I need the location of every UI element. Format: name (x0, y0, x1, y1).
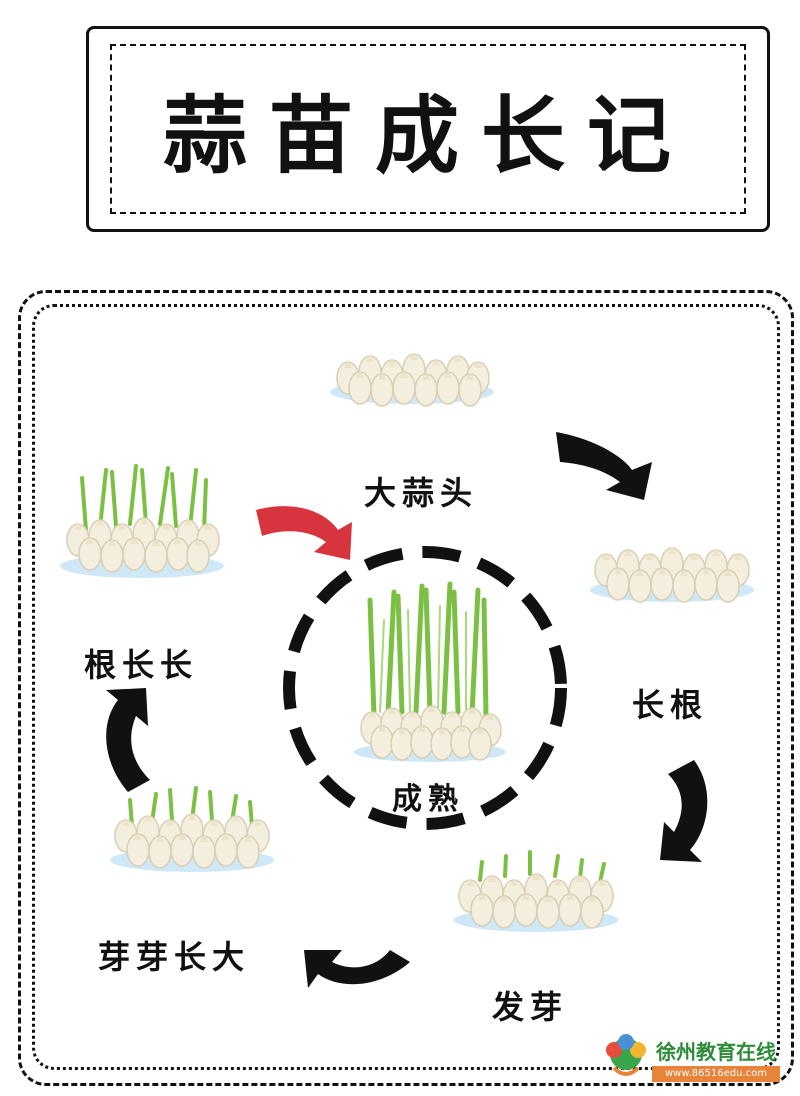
label-sprout-grows: 芽芽长大 (98, 938, 251, 976)
sprout-image (454, 850, 618, 932)
watermark-site-name: 徐州教育在线 (656, 1040, 776, 1064)
diagram-inner-frame (32, 304, 780, 1070)
roots-long-image (60, 464, 224, 578)
arrow-sprout-to-grows (304, 950, 410, 988)
arrow-grows-to-roots-long (106, 688, 150, 792)
diagram-outer-frame (18, 290, 794, 1086)
watermark-url: www.86516edu.com (652, 1066, 780, 1082)
sprout-grows-image (110, 786, 274, 872)
arrow-roots-long-to-mature (256, 506, 352, 560)
label-roots: 长根 (632, 686, 709, 724)
title-inner-frame (110, 44, 746, 214)
watermark-logo-icon (606, 1034, 646, 1076)
garlic-head-image (330, 353, 494, 407)
label-garlic-head: 大蒜头 (364, 474, 479, 512)
title-frame (86, 26, 770, 232)
arrow-roots-to-sprout (660, 760, 708, 862)
mature-image (354, 581, 506, 762)
label-mature: 成熟 (392, 782, 464, 817)
center-dashed-circle (283, 546, 567, 830)
label-roots-long: 根长长 (84, 646, 199, 684)
arrow-garlic-to-roots (556, 432, 652, 500)
roots-image (590, 547, 754, 603)
label-sprout: 发芽 (492, 988, 569, 1026)
page-title: 蒜苗成长记 (162, 86, 693, 185)
